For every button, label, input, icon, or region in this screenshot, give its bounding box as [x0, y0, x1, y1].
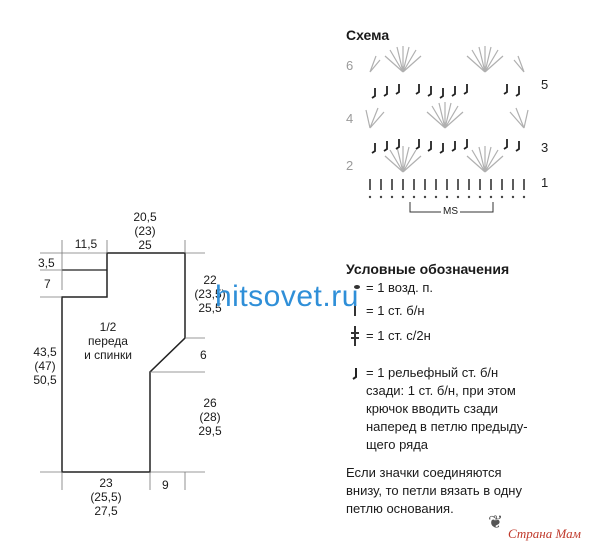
row-number-5: 5: [541, 77, 549, 92]
row-number-3: 3: [541, 140, 549, 155]
brand-logo: Страна Мам: [508, 526, 581, 542]
legend-sc-text: = 1 ст. б/н: [366, 303, 425, 318]
row-number-4: 4: [346, 111, 354, 126]
garment-outline: [61, 252, 186, 473]
top-width: 20,5(23)25: [133, 210, 157, 252]
legend-title: Условные обозначения: [346, 261, 510, 277]
legend-dc-symbol: [351, 326, 359, 346]
row-1-stitches: [369, 179, 525, 190]
fan-stitches: [365, 46, 529, 173]
side-length: 26(28)29,5: [198, 396, 222, 438]
brand-logo-text: Страна Мам: [508, 526, 581, 541]
stork-icon: ❦: [488, 512, 504, 532]
repeat-label: MS: [441, 206, 460, 217]
legend-chain-symbol: [354, 285, 360, 289]
row-number-2: 2: [346, 158, 354, 173]
armhole-height: 22(23,5)25,5: [194, 273, 226, 315]
relief-stitches: [371, 84, 520, 154]
legend-relief-symbol: [352, 368, 357, 380]
legend-dc-text: = 1 ст. с/2н: [366, 328, 431, 343]
chain-row: [368, 195, 526, 199]
watermark: hitsovet.ru: [215, 280, 359, 313]
underarm-step: 9: [162, 478, 169, 492]
total-length: 43,5(47)50,5: [33, 345, 57, 387]
row-number-1: 1: [541, 175, 549, 190]
armhole-shaping: 6: [200, 348, 207, 362]
legend-relief-text: = 1 рельефный ст. б/н: [366, 365, 499, 380]
bottom-width: 23(25,5)27,5: [90, 476, 122, 518]
row-number-6: 6: [346, 58, 354, 73]
neck-depth-small: 3,5: [38, 256, 55, 270]
neck-depth: 7: [44, 277, 51, 291]
legend-chain-text: = 1 возд. п.: [366, 280, 434, 295]
shoulder-width: 11,5: [74, 237, 98, 251]
pattern-title: Схема: [346, 27, 390, 43]
